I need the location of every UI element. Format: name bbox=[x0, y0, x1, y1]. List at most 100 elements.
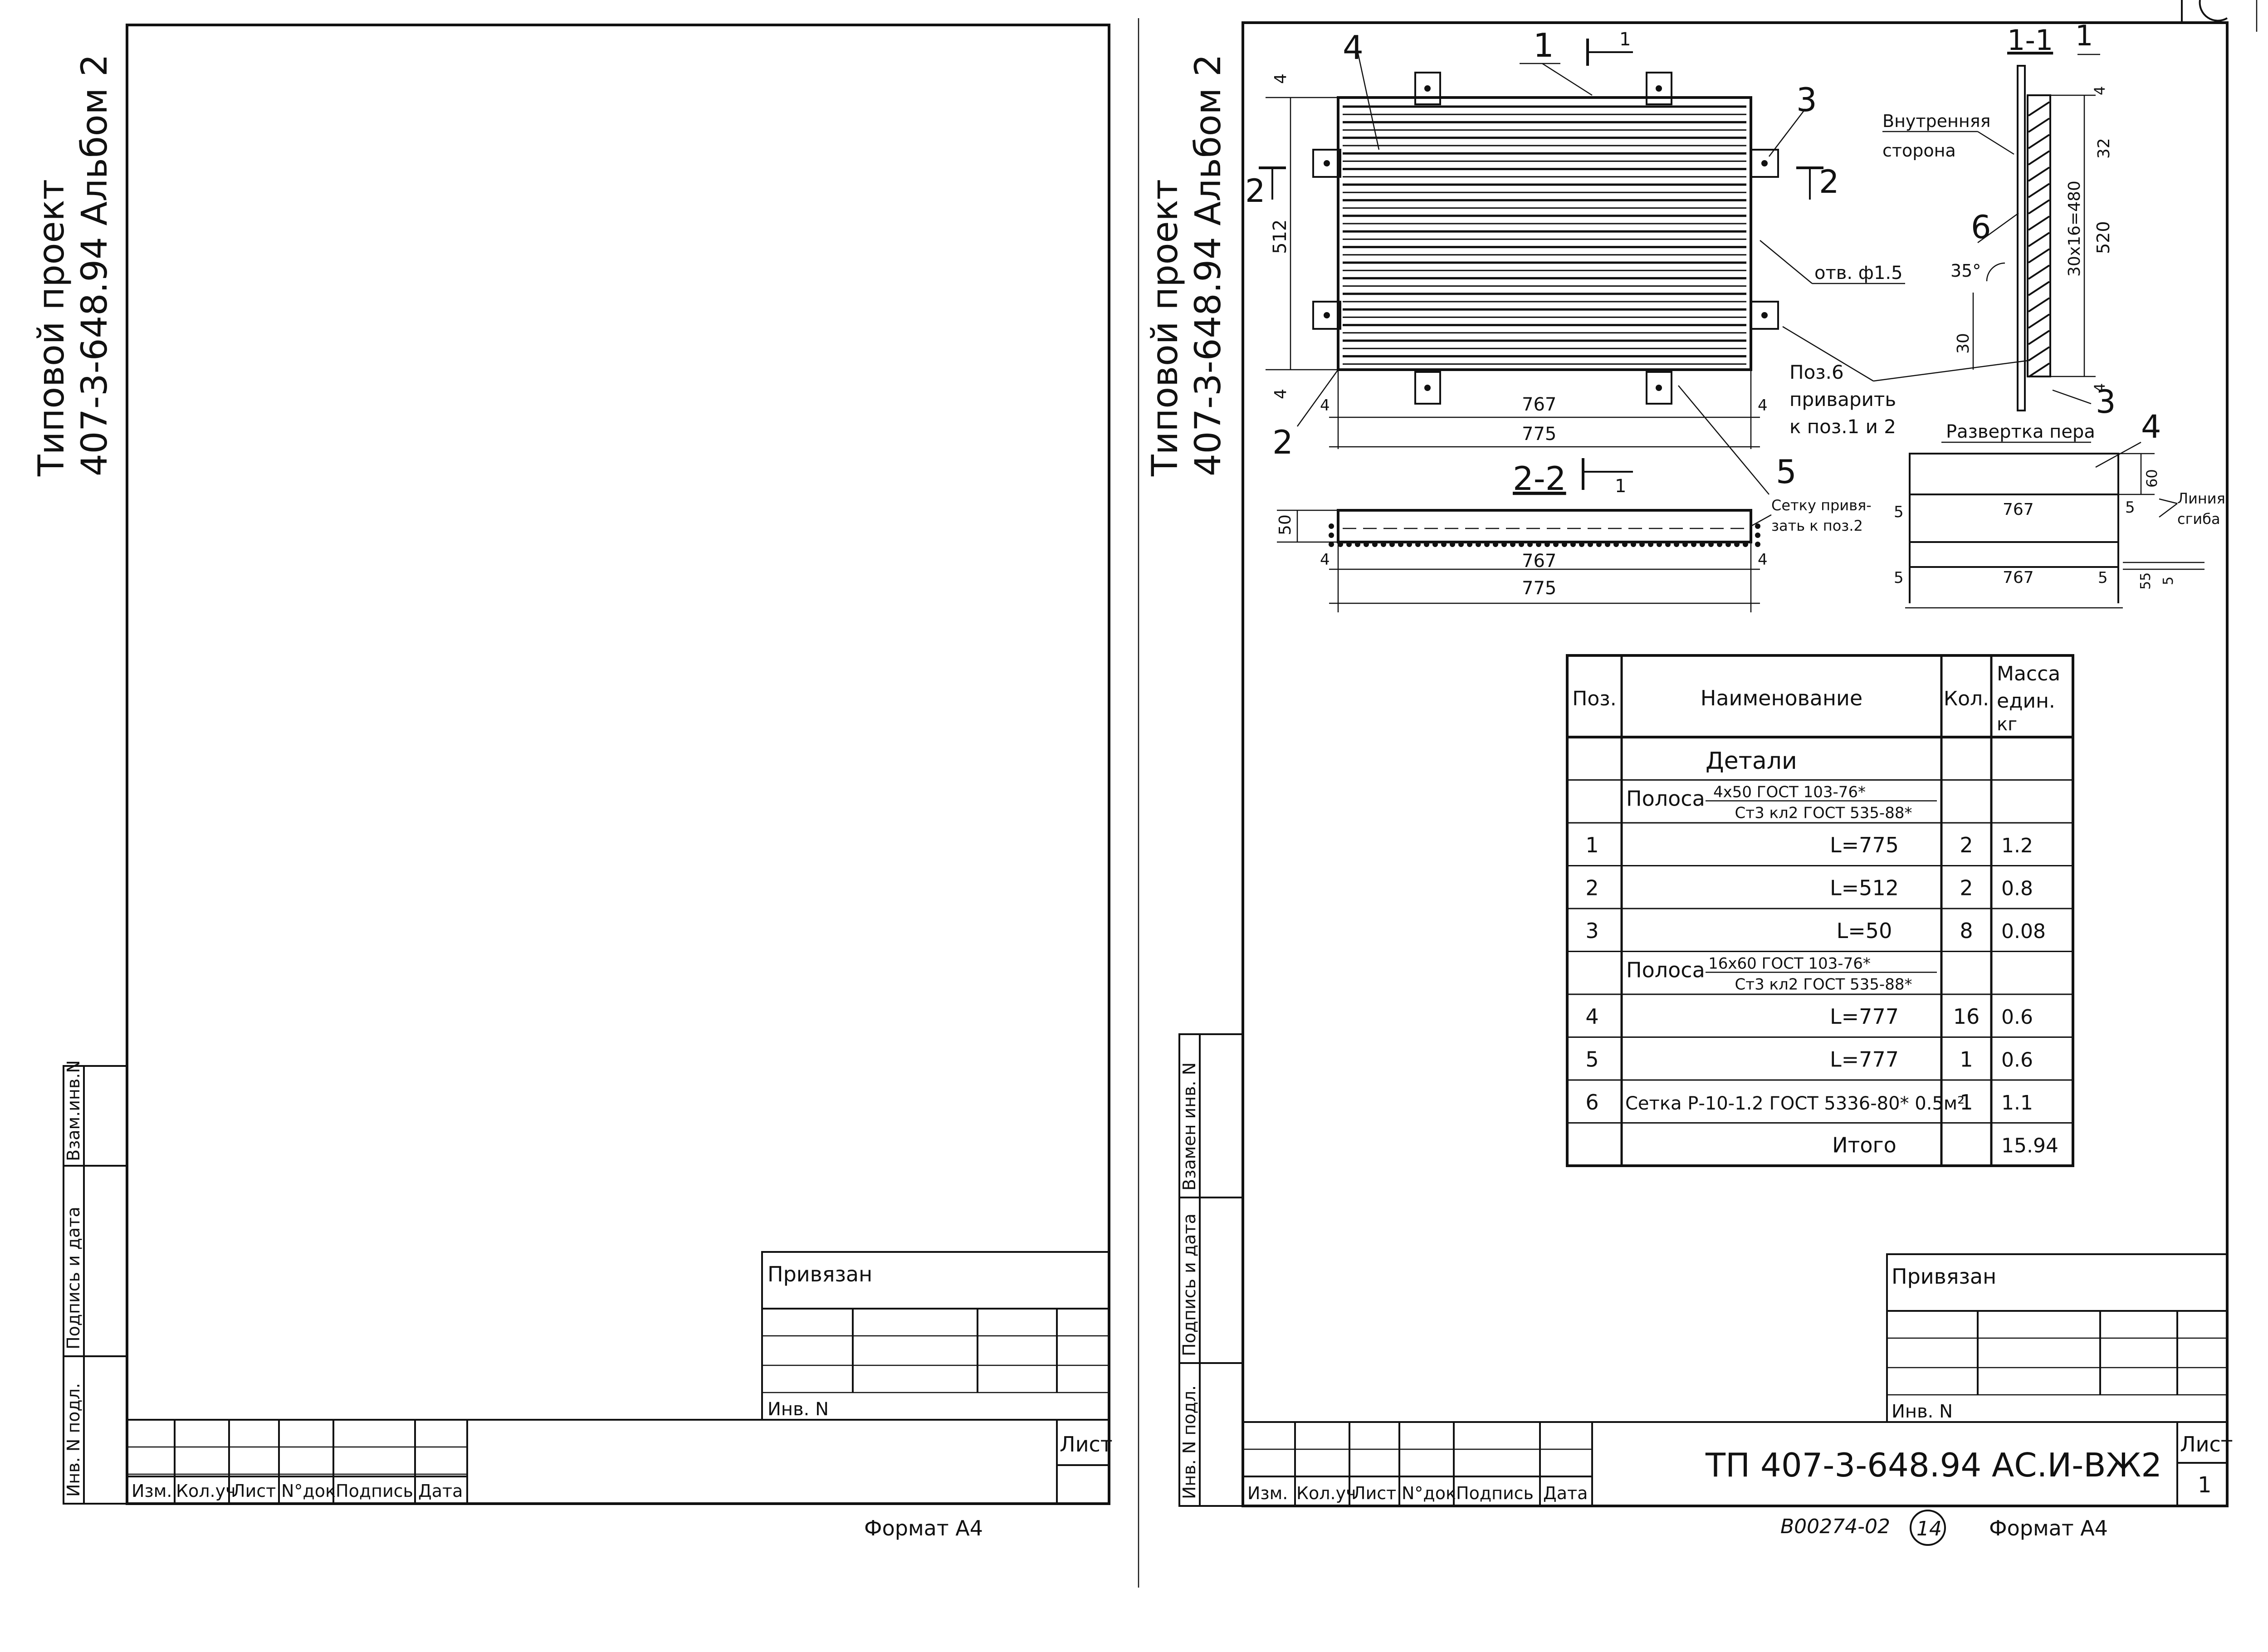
mesh-dot bbox=[1364, 542, 1369, 547]
plan-dim-height: 512 bbox=[1270, 220, 1290, 254]
blade-dim-h1: 55 bbox=[2138, 572, 2154, 590]
mesh-dot bbox=[1329, 533, 1334, 538]
spec-header-mass: кг bbox=[1997, 714, 2017, 735]
plan-dim-bottom-gap: 4 bbox=[1271, 389, 1290, 399]
blade-hatch bbox=[2028, 183, 2050, 198]
blade-hatch bbox=[2028, 134, 2050, 149]
spec-header-qty: Кол. bbox=[1944, 687, 1989, 710]
right-stamp-code: ТП 407-3-648.94 АС.И-ВЖ2 bbox=[1705, 1446, 2162, 1484]
spec-cell-name: Полоса bbox=[1626, 787, 1705, 811]
left-bottom-stamp: Изм. Кол.уч Лист N°док Подпись Дата Лист bbox=[127, 1419, 1113, 1504]
spec-header-mass: Масса bbox=[1997, 662, 2060, 685]
mesh-dot bbox=[1596, 542, 1602, 547]
archive-no: В00274-02 bbox=[1780, 1515, 1890, 1538]
left-col-podpis: Подпись bbox=[336, 1481, 413, 1501]
right-vertical-title-2: 407-3-648.94 Альбом 2 bbox=[1188, 54, 1229, 476]
section-2-2-mesh-dots bbox=[1329, 523, 1760, 547]
section-2-2-note-2: зать к поз.2 bbox=[1771, 517, 1863, 534]
mesh-dot bbox=[1631, 542, 1636, 547]
mesh-dot bbox=[1467, 542, 1472, 547]
plan-weld-note-3: к поз.1 и 2 bbox=[1789, 415, 1896, 438]
left-format-label: Формат А4 bbox=[864, 1516, 983, 1540]
plan-slats bbox=[1343, 105, 1746, 365]
spec-section-title: Детали bbox=[1706, 748, 1797, 775]
mesh-dot bbox=[1743, 542, 1748, 547]
mesh-dot bbox=[1717, 542, 1722, 547]
left-col-data: Дата bbox=[418, 1481, 463, 1501]
mesh-dot bbox=[1501, 542, 1507, 547]
blade-dim-left-a: 5 bbox=[1894, 503, 1904, 521]
right-side-label-inv: Инв. N подл. bbox=[1179, 1385, 1199, 1499]
blade-hatch bbox=[2028, 346, 2050, 362]
blade-hatch bbox=[2028, 362, 2050, 378]
right-format-label: Формат А4 bbox=[1989, 1516, 2108, 1540]
plan-dim-top-gap: 4 bbox=[1271, 73, 1290, 84]
spec-cell-frac-bottom: Ст3 кл2 ГОСТ 535-88* bbox=[1735, 976, 1912, 994]
spec-cell-qty: 1 bbox=[1960, 1047, 1973, 1072]
blade-hatch bbox=[2028, 117, 2050, 133]
right-bottom-stamp: Изм. Кол.уч Лист N°док Подпись Дата ТП 4… bbox=[1243, 1421, 2233, 1506]
mesh-dot bbox=[1450, 542, 1455, 547]
mesh-dot bbox=[1355, 542, 1360, 547]
right-col-ndok: N°док bbox=[1402, 1483, 1456, 1503]
spec-cell-pos: 1 bbox=[1585, 833, 1598, 857]
section-2-2-mark: 1 bbox=[1615, 476, 1626, 497]
mesh-dot bbox=[1329, 542, 1334, 547]
mesh-dot bbox=[1545, 542, 1550, 547]
blade-hatch bbox=[2028, 248, 2050, 264]
plan-pos-5: 5 bbox=[1776, 453, 1797, 491]
left-side-label-sign: Подпись и дата bbox=[64, 1207, 83, 1349]
bracket bbox=[1312, 72, 1779, 405]
right-col-podpis: Подпись bbox=[1456, 1483, 1534, 1503]
plan-pos-1: 1 bbox=[1533, 26, 1554, 64]
blade-dim-width-bottom: 767 bbox=[2003, 568, 2034, 587]
mesh-dot bbox=[1329, 523, 1334, 529]
spec-cell-name: Итого bbox=[1832, 1133, 1897, 1158]
plan-dim-inner: 767 bbox=[1522, 394, 1556, 415]
mesh-dot bbox=[1734, 542, 1740, 547]
mesh-dot bbox=[1476, 542, 1481, 547]
section-1-1-dim-bottom-gap: 4 bbox=[2091, 383, 2108, 392]
mesh-dot bbox=[1700, 542, 1705, 547]
mesh-dot bbox=[1381, 542, 1386, 547]
mesh-dot bbox=[1755, 542, 1760, 547]
blade-dim-height: 60 bbox=[2143, 469, 2160, 488]
spec-header-mass: един. bbox=[1997, 689, 2055, 713]
left-side-label-vzam: Взам.инв.N bbox=[64, 1060, 83, 1161]
section-2-2-dim-height: 50 bbox=[1276, 514, 1295, 535]
plan-section-mark-1: 1 bbox=[1619, 29, 1631, 50]
right-privyazan-block: Привязан Инв. N bbox=[1886, 1253, 2228, 1423]
blade-hatch bbox=[2028, 313, 2050, 329]
blade-hatch bbox=[2028, 215, 2050, 231]
plan-weld-note-2: приварить bbox=[1789, 388, 1896, 411]
blade-hatch bbox=[2028, 199, 2050, 215]
spec-cell-qty: 8 bbox=[1960, 919, 1973, 943]
mesh-dot bbox=[1407, 542, 1412, 547]
plan-dim-left-gap: 4 bbox=[1320, 396, 1330, 415]
mesh-dot bbox=[1553, 542, 1559, 547]
spec-cell-pos: 2 bbox=[1585, 876, 1598, 900]
right-list-label: Лист bbox=[2180, 1432, 2233, 1456]
section-2-2-note-1: Сетку привя- bbox=[1771, 497, 1872, 514]
left-vertical-title-2: 407-3-648.94 Альбом 2 bbox=[74, 54, 115, 476]
mesh-dot bbox=[1579, 542, 1584, 547]
plan-section-mark-2r: 2 bbox=[1819, 163, 1839, 200]
mesh-dot bbox=[1536, 542, 1541, 547]
blade-hatch bbox=[2028, 264, 2050, 280]
spec-cell-qty: 2 bbox=[1960, 876, 1973, 900]
spec-header-name: Наименование bbox=[1701, 686, 1862, 710]
mesh-dot bbox=[1755, 523, 1760, 529]
section-1-1-inner-2: сторона bbox=[1882, 141, 1956, 161]
mesh-dot bbox=[1674, 542, 1679, 547]
spec-cell-name: Полоса bbox=[1626, 958, 1705, 982]
right-privyazan: Привязан bbox=[1892, 1264, 1996, 1289]
spec-cell-mass: 0.6 bbox=[2001, 1006, 2033, 1029]
spec-cell-pos: 5 bbox=[1585, 1047, 1598, 1072]
blade-dim-width-top: 767 bbox=[2003, 500, 2034, 519]
spec-header-pos: Поз. bbox=[1572, 687, 1616, 710]
spec-cell-mass: 1.1 bbox=[2001, 1091, 2033, 1114]
right-side-label-vzam: Взамен инв. N bbox=[1179, 1062, 1199, 1191]
right-col-koluch: Кол.уч bbox=[1296, 1483, 1356, 1503]
mesh-dot bbox=[1570, 542, 1576, 547]
spec-cell-mass: 0.08 bbox=[2001, 920, 2046, 943]
